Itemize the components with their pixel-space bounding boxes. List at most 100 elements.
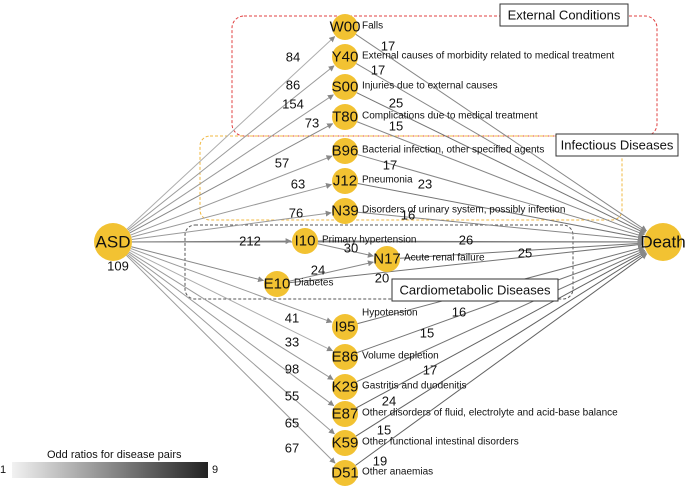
edge-asd-E86 bbox=[129, 249, 333, 352]
node-code-b96: B96 bbox=[332, 143, 359, 160]
edge-label-J12-death: 23 bbox=[418, 177, 432, 192]
node-desc-t80: Complications due to medical treatment bbox=[362, 111, 538, 122]
edge-I10-N17 bbox=[317, 243, 374, 258]
node-asd bbox=[94, 223, 132, 261]
edge-asd-K29 bbox=[128, 251, 334, 381]
edge-label-K29-death: 17 bbox=[423, 363, 437, 378]
cardiometabolic-diseases-box bbox=[184, 224, 574, 300]
node-code-i10: I10 bbox=[295, 233, 316, 250]
edge-asd-W00 bbox=[126, 36, 336, 230]
edge-K59-death bbox=[355, 252, 647, 437]
node-desc-s00: Injuries due to external causes bbox=[362, 81, 498, 92]
node-code-i95: I95 bbox=[335, 319, 356, 336]
edge-label-N17-death: 25 bbox=[518, 246, 532, 261]
edge-D51-death bbox=[355, 253, 648, 466]
edge-E87-death bbox=[356, 251, 646, 409]
legend-max: 9 bbox=[212, 464, 218, 476]
node-t80 bbox=[332, 104, 358, 130]
edge-N17-death bbox=[399, 240, 644, 259]
node-y40 bbox=[332, 44, 358, 70]
node-code-k29: K29 bbox=[332, 379, 359, 396]
edge-label-Y40-death: 17 bbox=[371, 63, 385, 78]
node-e87 bbox=[332, 401, 358, 427]
node-desc-i95: Hypotension bbox=[362, 308, 418, 319]
node-n17 bbox=[374, 246, 400, 272]
edge-label-asd-Y40: 84 bbox=[286, 50, 300, 65]
edge-label-K59-death: 15 bbox=[377, 423, 391, 438]
node-desc-e87: Other disorders of fluid, electrolyte an… bbox=[362, 408, 618, 419]
edge-label-asd-D51: 67 bbox=[285, 441, 299, 456]
node-j12 bbox=[332, 168, 358, 194]
edge-asd-E10 bbox=[131, 246, 265, 283]
node-code-j12: J12 bbox=[333, 173, 357, 190]
node-code-y40: Y40 bbox=[332, 49, 359, 66]
node-desc-k29: Gastritis and duodenitis bbox=[362, 381, 467, 392]
legend-min: 1 bbox=[0, 464, 6, 476]
legend: Odd ratios for disease pairs 1 9 bbox=[0, 449, 218, 478]
node-s00 bbox=[332, 74, 358, 100]
edge-label-asd-E86: 33 bbox=[285, 335, 299, 350]
node-desc-i10: Primary hypertension bbox=[322, 235, 416, 246]
infectious-diseases-box bbox=[199, 135, 623, 221]
node-desc-n39: Disorders of urinary system, possibly in… bbox=[362, 205, 565, 216]
edge-asd-E87 bbox=[127, 252, 335, 407]
edge-E10-N17 bbox=[289, 260, 374, 282]
external-conditions-title: External Conditions bbox=[499, 3, 629, 27]
external-conditions-box bbox=[231, 15, 658, 137]
edge-label-asd-E10: 109 bbox=[107, 259, 129, 274]
node-desc-w00: Falls bbox=[362, 21, 383, 32]
node-desc-y40: External causes of morbidity related to … bbox=[362, 51, 615, 62]
edge-label-S00-death: 25 bbox=[389, 96, 403, 111]
edge-asd-Y40 bbox=[127, 65, 335, 231]
edge-J12-death bbox=[357, 182, 644, 241]
node-w00 bbox=[332, 14, 358, 40]
edge-T80-death bbox=[356, 121, 645, 236]
edge-label-asd-J12: 63 bbox=[291, 177, 305, 192]
node-desc-e10: Diabetes bbox=[294, 278, 333, 289]
edge-asd-K59 bbox=[127, 254, 335, 435]
edge-label-asd-T80: 154 bbox=[282, 97, 304, 112]
edge-asd-N39 bbox=[131, 210, 332, 240]
edge-asd-I95 bbox=[130, 248, 333, 324]
node-code-w00: W00 bbox=[330, 19, 361, 36]
edge-label-I10-death: 26 bbox=[459, 233, 473, 248]
node-code-e10: E10 bbox=[264, 276, 291, 293]
node-i95 bbox=[332, 314, 358, 340]
node-n39 bbox=[332, 198, 358, 224]
edge-label-asd-K29: 98 bbox=[285, 362, 299, 377]
node-i10 bbox=[292, 228, 318, 254]
edge-label-asd-N39: 76 bbox=[289, 206, 303, 221]
edge-label-E10-death: 20 bbox=[375, 271, 389, 286]
node-code-n17: N17 bbox=[373, 251, 401, 268]
legend-title: Odd ratios for disease pairs bbox=[47, 449, 182, 461]
node-d51 bbox=[332, 460, 358, 486]
legend-gradient-bar bbox=[12, 462, 208, 478]
edge-label-T80-death: 15 bbox=[389, 119, 403, 134]
node-e10 bbox=[264, 271, 290, 297]
edge-label-D51-death: 19 bbox=[373, 454, 387, 469]
node-code-death: Death bbox=[640, 233, 685, 252]
edge-label-asd-K59: 65 bbox=[285, 416, 299, 431]
edge-label-T80-x: 73 bbox=[305, 116, 319, 131]
edge-label-asd-E87: 55 bbox=[285, 389, 299, 404]
edge-label-asd-I10: 212 bbox=[239, 234, 261, 249]
edge-label-asd-B96: 57 bbox=[275, 156, 289, 171]
node-code-d51: D51 bbox=[331, 465, 359, 482]
edge-label-asd-S00: 86 bbox=[286, 78, 300, 93]
node-code-e87: E87 bbox=[332, 406, 359, 423]
edge-B96-death bbox=[357, 154, 645, 238]
edge-label-N39-death: 16 bbox=[401, 208, 415, 223]
edges-layer bbox=[126, 33, 648, 466]
edge-asd-D51 bbox=[126, 255, 336, 464]
edge-W00-death bbox=[355, 33, 647, 232]
node-code-k59: K59 bbox=[332, 435, 359, 452]
node-desc-j12: Pneumonia bbox=[362, 175, 413, 186]
node-desc-n17: Acute renal failure bbox=[404, 253, 485, 264]
node-k59 bbox=[332, 430, 358, 456]
node-code-e86: E86 bbox=[332, 349, 359, 366]
edge-label-E87-death: 24 bbox=[382, 394, 396, 409]
edge-label-I95-death: 16 bbox=[452, 305, 466, 320]
edge-I10-death bbox=[317, 238, 644, 245]
